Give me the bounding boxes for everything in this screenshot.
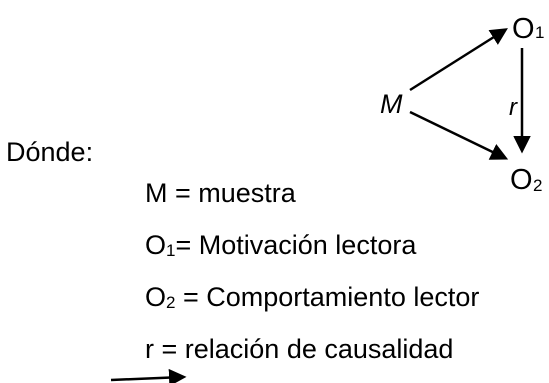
svg-text:1: 1 bbox=[535, 23, 544, 42]
node-o1: O 1 bbox=[512, 13, 544, 45]
svg-text:O: O bbox=[512, 13, 535, 45]
stray-arrow bbox=[110, 368, 187, 383]
svg-text:2: 2 bbox=[533, 176, 542, 195]
svg-text:O: O bbox=[510, 164, 533, 196]
edge-label-r: r bbox=[509, 94, 518, 121]
legend-item-o2: O2 = Comportamiento lector bbox=[145, 282, 480, 312]
node-o2: O 2 bbox=[510, 164, 542, 196]
legend-item-r: r = relación de causalidad bbox=[145, 334, 454, 364]
legend-heading: Dónde: bbox=[6, 137, 94, 167]
arrow-m-to-o2 bbox=[409, 110, 509, 160]
legend-item-o1: O1= Motivación lectora bbox=[145, 230, 417, 260]
legend-item-muestra: M = muestra bbox=[145, 178, 296, 208]
node-m: M bbox=[380, 89, 403, 119]
arrow-m-to-o1 bbox=[409, 28, 508, 92]
